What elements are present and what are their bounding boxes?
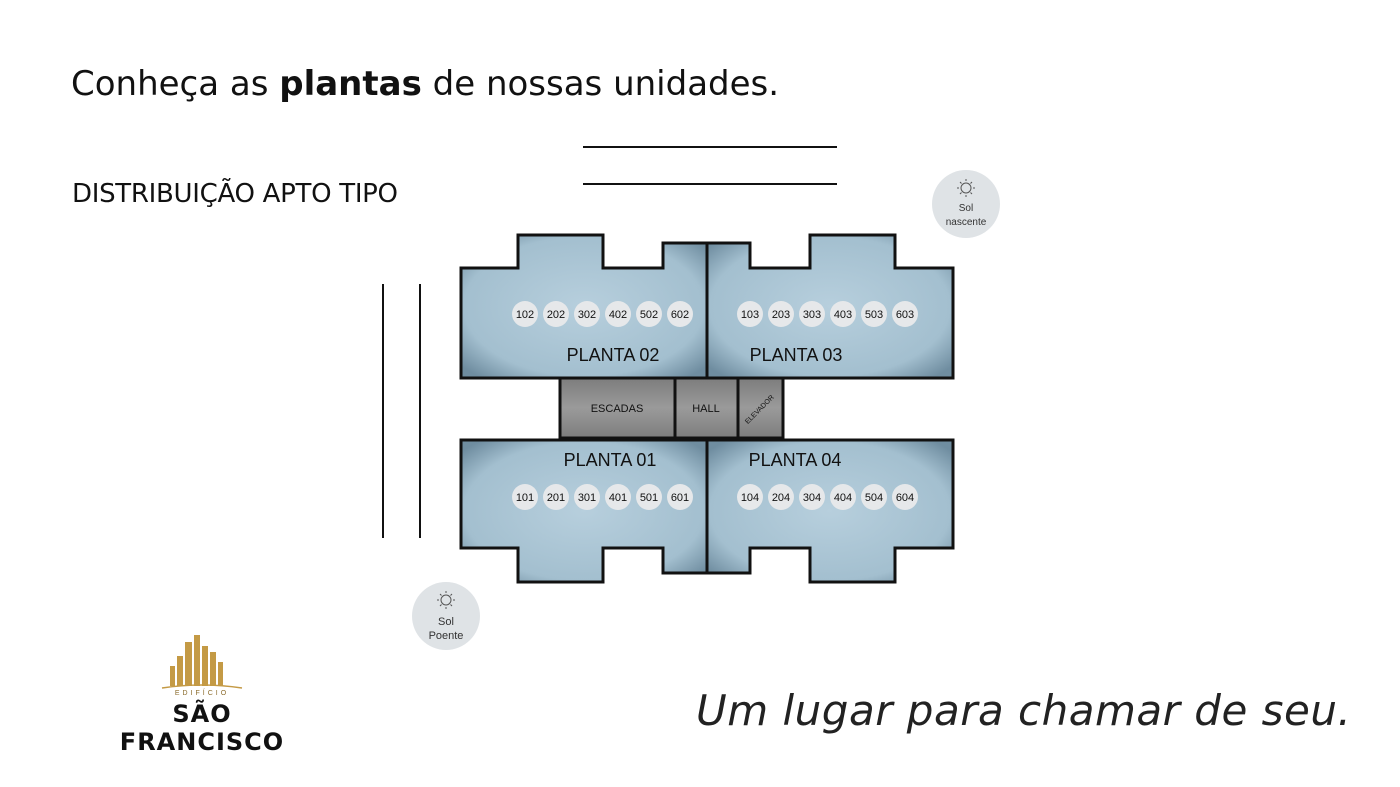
planta-03-shape: [705, 233, 955, 380]
unit-label-502: 502: [640, 309, 658, 321]
sun-set-icon: Sol Poente: [412, 582, 480, 650]
unit-badge-201: [543, 484, 569, 510]
unit-badge-401: [605, 484, 631, 510]
unit-label-304: 304: [803, 492, 821, 504]
planta-04-shape: [705, 438, 955, 584]
unit-badge-603: [892, 301, 918, 327]
unit-label-102: 102: [516, 309, 534, 321]
sun-rise-line1: Sol: [959, 203, 973, 214]
sun-rise-line2: nascente: [946, 217, 987, 228]
unit-badge-301: [574, 484, 600, 510]
unit-badge-303: [799, 301, 825, 327]
logo: EDIFÍCIO SÃO FRANCISCO: [92, 632, 312, 756]
unit-label-301: 301: [578, 492, 596, 504]
elevator-area: [736, 376, 785, 440]
unit-label-404: 404: [834, 492, 852, 504]
sun-set-line2: Poente: [429, 630, 464, 642]
logo-subtitle: EDIFÍCIO: [174, 690, 230, 697]
unit-label-602: 602: [671, 309, 689, 321]
unit-label-303: 303: [803, 309, 821, 321]
unit-label-204: 204: [772, 492, 790, 504]
logo-name: SÃO FRANCISCO: [119, 700, 285, 756]
unit-badge-404: [830, 484, 856, 510]
unit-badge-601: [667, 484, 693, 510]
heading-post: de nossas unidades.: [421, 64, 780, 104]
unit-badge-104: [737, 484, 763, 510]
unit-badge-403: [830, 301, 856, 327]
unit-label-503: 503: [865, 309, 883, 321]
unit-badge-304: [799, 484, 825, 510]
unit-badge-202: [543, 301, 569, 327]
unit-badge-604: [892, 484, 918, 510]
sun-rise-icon: Sol nascente: [932, 170, 1000, 238]
heading-bold: plantas: [279, 64, 422, 104]
planta-02-label: PLANTA 02: [567, 345, 660, 365]
planta-03-label: PLANTA 03: [750, 345, 843, 365]
unit-label-202: 202: [547, 309, 565, 321]
unit-badge-504: [861, 484, 887, 510]
tagline: Um lugar para chamar de seu.: [696, 686, 1352, 735]
unit-badges: 102 202 302 402 502 602 103 203 303 403 503 603 101 2…: [512, 301, 918, 510]
hall-label: HALL: [692, 403, 720, 415]
planta-01-label: PLANTA 01: [564, 450, 657, 470]
unit-badge-602: [667, 301, 693, 327]
unit-label-101: 101: [516, 492, 534, 504]
building-logo-icon: [161, 635, 243, 689]
unit-badge-503: [861, 301, 887, 327]
sun-set-line1: Sol: [438, 616, 454, 628]
unit-label-604: 604: [896, 492, 914, 504]
unit-badge-501: [636, 484, 662, 510]
unit-badge-101: [512, 484, 538, 510]
unit-label-501: 501: [640, 492, 658, 504]
unit-label-402: 402: [609, 309, 627, 321]
unit-badge-302: [574, 301, 600, 327]
unit-badge-502: [636, 301, 662, 327]
unit-label-603: 603: [896, 309, 914, 321]
unit-label-302: 302: [578, 309, 596, 321]
unit-badge-204: [768, 484, 794, 510]
unit-label-601: 601: [671, 492, 689, 504]
unit-label-403: 403: [834, 309, 852, 321]
unit-badge-402: [605, 301, 631, 327]
section-subheading: DISTRIBUIÇÃO APTO TIPO: [72, 179, 398, 209]
heading-pre: Conheça as: [71, 64, 280, 104]
unit-label-201: 201: [547, 492, 565, 504]
unit-label-104: 104: [741, 492, 759, 504]
unit-label-103: 103: [741, 309, 759, 321]
stairs-label: ESCADAS: [591, 403, 644, 415]
unit-badge-102: [512, 301, 538, 327]
planta-04-label: PLANTA 04: [749, 450, 842, 470]
unit-badge-203: [768, 301, 794, 327]
unit-label-203: 203: [772, 309, 790, 321]
page-heading: Conheça as plantas de nossas unidades.: [71, 62, 779, 106]
stairs-area: [558, 376, 677, 440]
unit-badge-103: [737, 301, 763, 327]
unit-label-401: 401: [609, 492, 627, 504]
unit-label-504: 504: [865, 492, 883, 504]
